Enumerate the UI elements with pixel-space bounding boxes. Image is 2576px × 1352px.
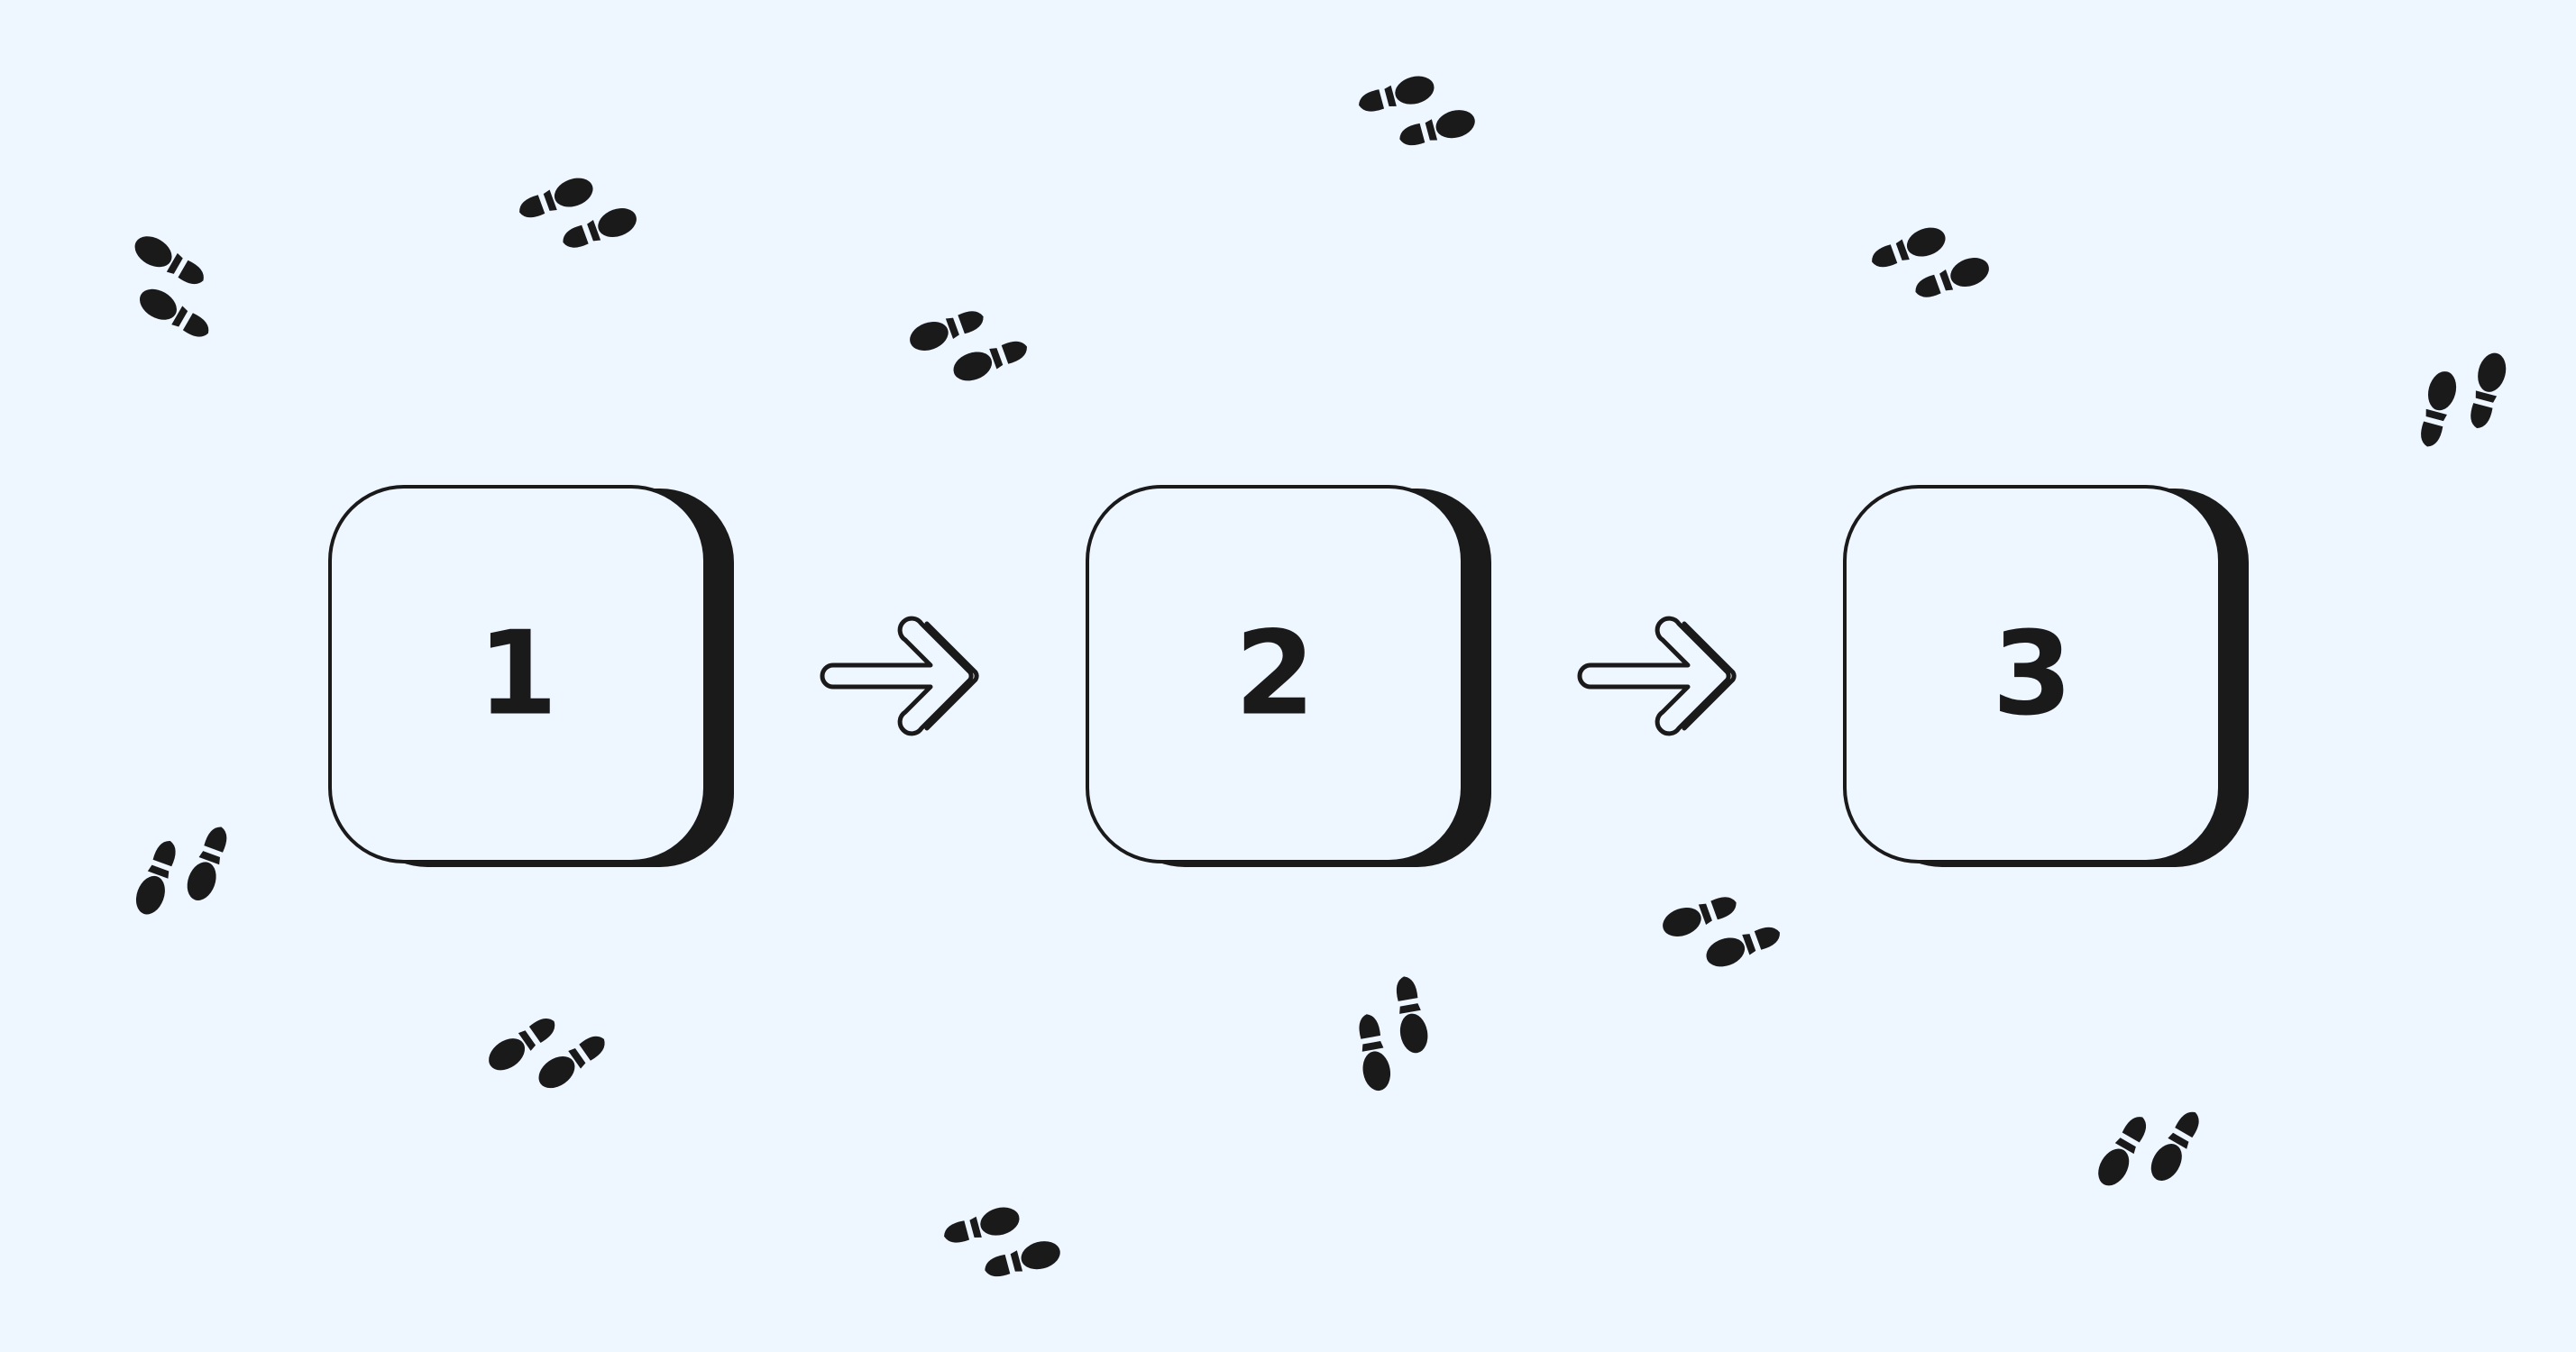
footprints-icon (1355, 64, 1479, 160)
step-number-3: 3 (1992, 607, 2072, 742)
footprints-icon (131, 807, 234, 934)
step-card-1: 1 (328, 485, 734, 867)
footprints-icon (514, 162, 641, 266)
step-number-2: 2 (1234, 607, 1315, 742)
footprints-icon (1866, 212, 1994, 315)
footprints-icon (905, 293, 1032, 397)
arrow-right-icon (822, 618, 976, 734)
footprints-icon (2092, 1083, 2207, 1213)
footprints-icon (107, 230, 237, 345)
footprints-icon (2414, 338, 2510, 461)
step-card-2: 2 (1086, 485, 1491, 867)
footprints-icon (1658, 879, 1785, 982)
step-card-3: 3 (1843, 485, 2249, 867)
footprints-icon (940, 1195, 1064, 1292)
footprints-icon (1347, 973, 1436, 1093)
arrow-right-icon (1580, 618, 1734, 734)
footprints-icon (482, 992, 612, 1112)
step-number-1: 1 (477, 607, 557, 742)
